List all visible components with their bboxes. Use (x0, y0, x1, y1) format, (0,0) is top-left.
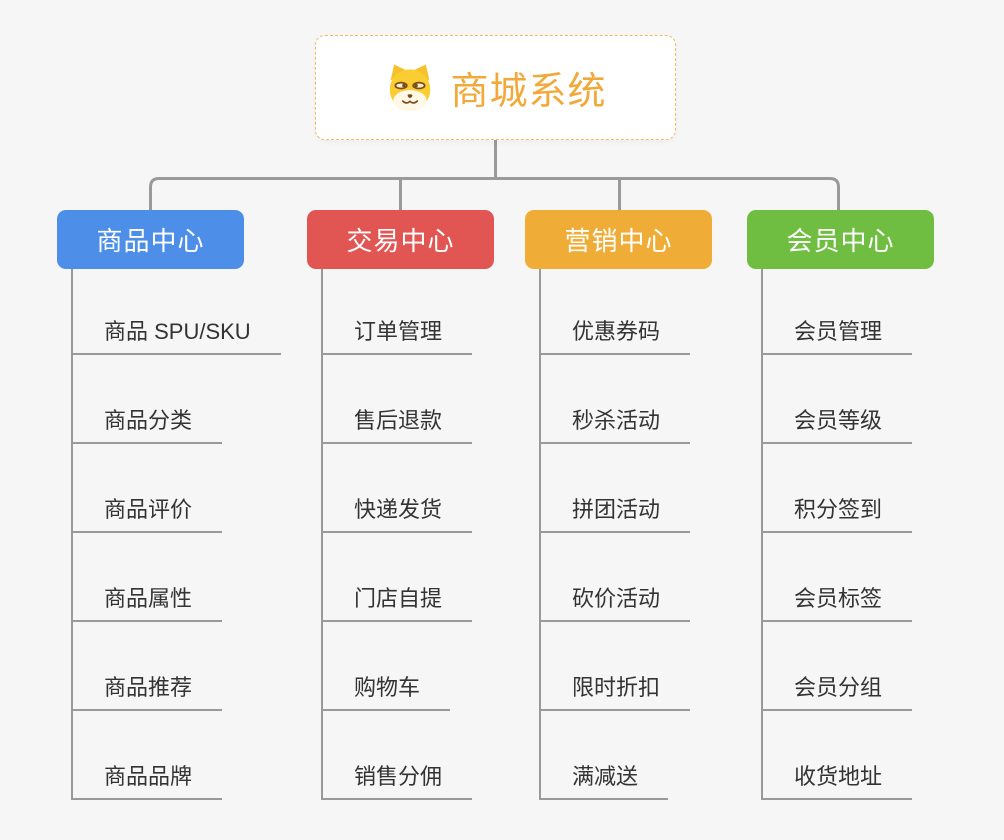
tree-line (761, 269, 763, 800)
leaf-node[interactable]: 门店自提 (321, 581, 473, 622)
root-node-title: 商城系统 (450, 71, 607, 113)
tree-line (321, 269, 323, 800)
leaf-node[interactable]: 商品推荐 (71, 670, 223, 711)
leaf-node[interactable]: 会员管理 (761, 314, 913, 355)
leaf-node[interactable]: 砍价活动 (539, 581, 691, 622)
leaf-node[interactable]: 订单管理 (321, 314, 473, 355)
branch-column-marketing-center: 营销中心 优惠券码 秒杀活动 拼团活动 砍价活动 限时折扣 满减送 (525, 210, 780, 800)
leaf-node[interactable]: 限时折扣 (539, 670, 691, 711)
root-node[interactable]: 商城系统 (315, 35, 676, 140)
tree-line (71, 269, 73, 800)
leaf-node[interactable]: 会员等级 (761, 403, 913, 444)
leaf-node[interactable]: 积分签到 (761, 492, 913, 533)
leaf-node[interactable]: 满减送 (539, 759, 669, 800)
tree-line (539, 269, 541, 800)
leaf-node[interactable]: 购物车 (321, 670, 451, 711)
leaf-node[interactable]: 商品 SPU/SKU (71, 314, 281, 355)
leaf-node[interactable]: 商品品牌 (71, 759, 223, 800)
leaf-node[interactable]: 拼团活动 (539, 492, 691, 533)
branch-column-product-center: 商品中心 商品 SPU/SKU 商品分类 商品评价 商品属性 商品推荐 商品品牌 (57, 210, 312, 800)
leaf-node[interactable]: 商品分类 (71, 403, 223, 444)
leaf-node[interactable]: 快递发货 (321, 492, 473, 533)
branch-column-trade-center: 交易中心 订单管理 售后退款 快递发货 门店自提 购物车 销售分佣 (307, 210, 562, 800)
leaf-node[interactable]: 优惠券码 (539, 314, 691, 355)
leaf-node[interactable]: 商品评价 (71, 492, 223, 533)
leaf-node[interactable]: 商品属性 (71, 581, 223, 622)
leaf-node[interactable]: 秒杀活动 (539, 403, 691, 444)
branch-node-marketing-center[interactable]: 营销中心 (525, 210, 712, 269)
shiba-dog-icon (390, 63, 431, 111)
branch-node-product-center[interactable]: 商品中心 (57, 210, 244, 269)
leaf-node[interactable]: 会员分组 (761, 670, 913, 711)
leaf-node[interactable]: 售后退款 (321, 403, 473, 444)
leaf-node[interactable]: 会员标签 (761, 581, 913, 622)
branch-node-trade-center[interactable]: 交易中心 (307, 210, 494, 269)
leaf-node[interactable]: 销售分佣 (321, 759, 473, 800)
branch-node-member-center[interactable]: 会员中心 (747, 210, 934, 269)
branch-column-member-center: 会员中心 会员管理 会员等级 积分签到 会员标签 会员分组 收货地址 (747, 210, 1002, 800)
leaf-node[interactable]: 收货地址 (761, 759, 913, 800)
